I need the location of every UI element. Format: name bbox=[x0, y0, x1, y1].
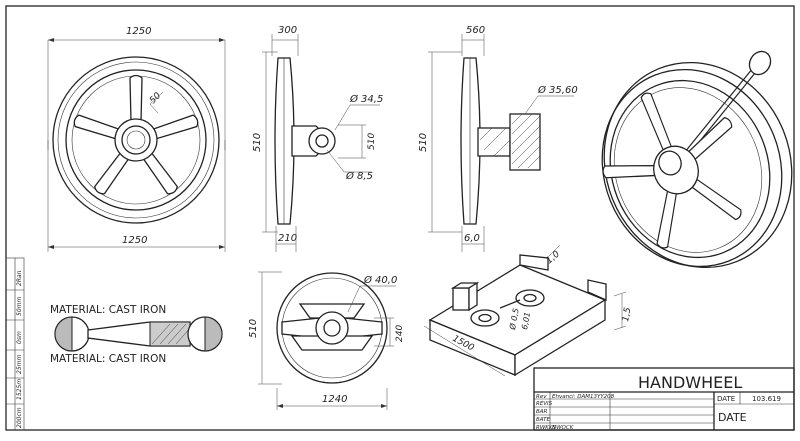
iso-dim-side: 1,5 bbox=[621, 306, 633, 322]
side1-width-bottom: 210 bbox=[278, 233, 297, 244]
strip-label-2: 0sm bbox=[16, 331, 23, 344]
side1-height: 510 bbox=[252, 133, 263, 152]
rev-mid-4: NWOCK bbox=[552, 425, 574, 431]
strip-label-3: 25mm bbox=[16, 355, 23, 374]
material-label-2: MATERIAL: CAST IRON bbox=[50, 353, 166, 365]
rev-left-2: BAR bbox=[536, 409, 548, 415]
strip-label-1: 50mm bbox=[16, 297, 23, 316]
strip-label-4: 1525m bbox=[16, 379, 23, 400]
material-label-1: MATERIAL: CAST IRON bbox=[50, 304, 166, 316]
isometric-wheel bbox=[601, 50, 793, 269]
isometric-fixture: 1,0 1,5 1500 Ø 0,5 6,01 bbox=[423, 244, 633, 377]
side2-width-top: 560 bbox=[466, 25, 485, 36]
strip-label-0: 2Ran bbox=[16, 270, 23, 286]
iso-dim-hole-b: 6,01 bbox=[520, 311, 532, 330]
side-view-1: 300 510 Ø 34,5 510 Ø 8,5 210 bbox=[252, 25, 383, 252]
side1-hole-dia: Ø 8,5 bbox=[345, 170, 373, 182]
side2-height: 510 bbox=[418, 133, 429, 152]
bottom-hub-dia: Ø 40,0 bbox=[363, 274, 397, 286]
rev-left-3: BATE bbox=[536, 417, 550, 423]
bottom-height: 510 bbox=[248, 319, 259, 338]
date-label-1: DATE bbox=[717, 395, 735, 403]
bottom-width: 1240 bbox=[322, 394, 347, 405]
handle-view: MATERIAL: CAST IRON MATERIAL: CAST IRON bbox=[50, 304, 223, 365]
handle-hatch bbox=[151, 323, 191, 345]
title-block: HANDWHEEL Rev REVIS BAR BATE RWKKS Ehvan… bbox=[533, 367, 795, 431]
sheet-border bbox=[5, 5, 795, 431]
bottom-boss: 240 bbox=[395, 325, 405, 342]
strip-label-5: 200cm bbox=[16, 407, 23, 428]
side2-width-bottom: 6,0 bbox=[464, 233, 480, 244]
date-label-2: DATE bbox=[718, 411, 747, 424]
side-view-2: 560 510 Ø 35,60 6,0 bbox=[418, 25, 578, 252]
front-dia-bottom: 1250 bbox=[122, 235, 147, 246]
front-view: 1250 1250 50 bbox=[47, 26, 226, 252]
rev-left-0: Rev bbox=[536, 394, 547, 400]
rev-mid-0: Ehvanci: DAM13YY208 bbox=[552, 394, 615, 400]
rev-left-4: RWKKS bbox=[536, 425, 556, 431]
side2-hub-dia: Ø 35,60 bbox=[537, 84, 578, 96]
date-value: 103.619 bbox=[752, 395, 781, 403]
side1-boss-height: 510 bbox=[367, 133, 377, 150]
side1-hub-dia: Ø 34,5 bbox=[349, 93, 383, 105]
iso-dim-hole-a: Ø 0,5 bbox=[507, 307, 521, 331]
left-revision-strip: 2Ran 50mm 0sm 25mm 1525m 200cm bbox=[5, 257, 25, 431]
side1-width-top: 300 bbox=[278, 25, 297, 36]
section-hatch bbox=[479, 113, 541, 169]
title-text: HANDWHEEL bbox=[638, 373, 742, 392]
bottom-view: Ø 40,0 510 240 1240 bbox=[248, 271, 405, 410]
rev-left-1: REVIS bbox=[536, 401, 553, 407]
front-dia-top: 1250 bbox=[126, 26, 151, 37]
